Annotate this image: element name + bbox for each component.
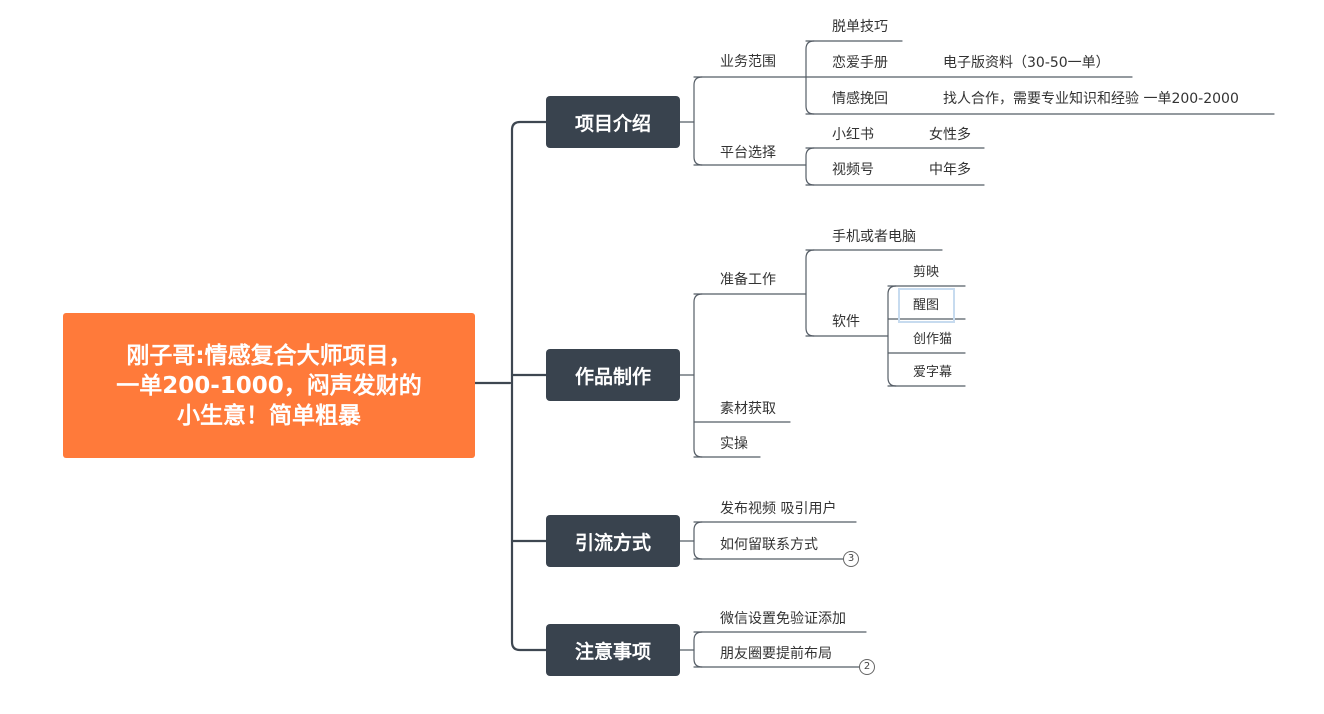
topic-platform-item-1[interactable]: 小红书 xyxy=(832,127,874,143)
selection-highlight xyxy=(898,288,955,323)
topic-software-item-2[interactable]: 醒图 xyxy=(913,298,940,313)
branch-production[interactable]: 作品制作 xyxy=(546,349,680,401)
branch-notes[interactable]: 注意事项 xyxy=(546,624,680,676)
topic-notes-item-1[interactable]: 微信设置免验证添加 xyxy=(720,611,846,627)
collapsed-count-badge[interactable]: 3 xyxy=(843,551,859,567)
topic-scope-item-3[interactable]: 情感挽回 xyxy=(832,91,888,107)
topic-software-item-4[interactable]: 爱字幕 xyxy=(913,365,953,380)
topic-device[interactable]: 手机或者电脑 xyxy=(832,229,916,245)
branch-traffic[interactable]: 引流方式 xyxy=(546,515,680,567)
topic-platform[interactable]: 平台选择 xyxy=(720,145,776,161)
topic-software[interactable]: 软件 xyxy=(832,314,860,330)
topic-platform-item-1-note[interactable]: 女性多 xyxy=(929,127,971,143)
trunk-line xyxy=(510,120,548,652)
collapsed-count-badge[interactable]: 2 xyxy=(859,659,875,675)
root-title-line-3: 小生意！简单粗暴 xyxy=(177,402,361,429)
topic-practice[interactable]: 实操 xyxy=(720,436,748,452)
topic-software-item-1[interactable]: 剪映 xyxy=(913,265,940,280)
topic-scope-item-2[interactable]: 恋爱手册 xyxy=(832,55,888,71)
topic-platform-item-2-note[interactable]: 中年多 xyxy=(929,162,971,178)
topic-traffic-item-1[interactable]: 发布视频 吸引用户 xyxy=(720,501,837,517)
topic-notes-item-2[interactable]: 朋友圈要提前布局 xyxy=(720,646,832,662)
root-topic[interactable]: 刚子哥:情感复合大师项目， 一单200-1000，闷声发财的 小生意！简单粗暴 xyxy=(63,313,475,458)
topic-scope-item-2-note[interactable]: 电子版资料（30-50一单） xyxy=(943,55,1110,71)
topic-scope-item-1[interactable]: 脱单技巧 xyxy=(832,19,888,35)
topic-software-item-3[interactable]: 创作猫 xyxy=(913,332,953,347)
topic-scope-item-3-note[interactable]: 找人合作，需要专业知识和经验 一单200-2000 xyxy=(943,91,1239,107)
topic-traffic-item-2[interactable]: 如何留联系方式 xyxy=(720,537,818,553)
root-title-line-1: 刚子哥:情感复合大师项目， xyxy=(126,342,412,369)
topic-scope[interactable]: 业务范围 xyxy=(720,54,776,70)
branch-intro[interactable]: 项目介绍 xyxy=(546,96,680,148)
root-title-line-2: 一单200-1000，闷声发财的 xyxy=(116,372,422,399)
topic-material[interactable]: 素材获取 xyxy=(720,401,776,417)
topic-platform-item-2[interactable]: 视频号 xyxy=(832,162,874,178)
topic-prep[interactable]: 准备工作 xyxy=(720,272,776,288)
